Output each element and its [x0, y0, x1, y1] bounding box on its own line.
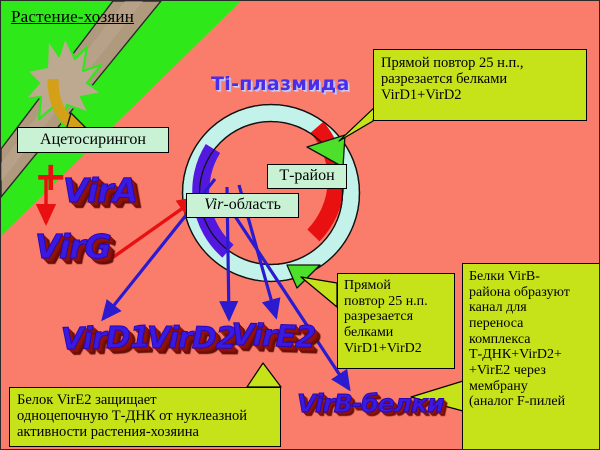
callout-line: VirD1+VirD2: [381, 87, 462, 104]
callout-line: переноса: [469, 316, 524, 332]
wound-burst-star-icon: [23, 35, 104, 127]
callout-line: VirD1+VirD2: [344, 340, 422, 356]
callout-top-right: Прямой повтор 25 н.п., разрезается белка…: [373, 49, 587, 121]
virg-label: VirG: [35, 227, 113, 267]
callout-vire2-protection: Белок VirE2 защищает одноцепочную Т-ДНК …: [9, 387, 281, 447]
plasmid-outline-top: [181, 103, 361, 283]
right-border-arrowhead-icon: [306, 134, 346, 168]
callout-line: одноцепочную Т-ДНК от нуклеазной: [17, 408, 248, 425]
callout-line: района образуют: [469, 284, 570, 300]
callout-line: активности растения-хозяина: [17, 424, 199, 441]
callout-line: Прямой повтор 25 н.п.,: [381, 55, 524, 71]
callout-line: +VirE2 через: [469, 363, 546, 379]
vir-to-virb-arrow: [223, 200, 351, 392]
callout-line: повтор 25 н.п.: [344, 293, 428, 309]
vir-region-label-box: Vir-область: [186, 193, 299, 218]
callout-line: канал для: [469, 300, 527, 316]
virg-to-vir-region-arrow: [104, 196, 200, 265]
callout-virb-channel: Белки VirB- района образуют канал для пе…: [462, 263, 599, 449]
callout-line: разрезается белками: [381, 71, 508, 88]
bottom-left-callout-tail: [246, 362, 282, 388]
callout-middle: Прямой повтор 25 н.п. разрезается белкам…: [337, 273, 455, 369]
callout-line: комплекса: [469, 331, 531, 347]
callout-line: Т-ДНК+VirD2+: [469, 347, 562, 363]
t-region-label-box: Т-район: [267, 164, 347, 189]
plus-sign: +: [34, 154, 68, 200]
left-border-arrowhead-icon: [286, 264, 321, 289]
vird1-label: VirD1: [60, 319, 151, 358]
callout-line: (аналог F-пилей: [469, 394, 566, 410]
vir-region-rest-part: -область: [223, 196, 281, 213]
ti-plasmid-title: Ti-плазмида: [211, 73, 350, 95]
callout-line: разрезается: [344, 309, 414, 325]
middle-callout-tail: [300, 276, 338, 308]
callout-line: Белки VirB-: [469, 269, 540, 284]
vira-label: VirA: [62, 171, 138, 211]
callout-line: Белок VirE2 защищает: [17, 392, 157, 408]
host-plant-title: Растение-хозяин: [11, 7, 135, 26]
vire2-label: VirE2: [230, 317, 316, 356]
virb-proteins-label: VirB-белки: [296, 389, 444, 419]
callout-line: Прямой: [344, 278, 391, 293]
callout-line: мембрану: [469, 378, 528, 394]
acetosyringone-label-box: Ацетосирингон: [17, 127, 169, 153]
callout-line: белками: [344, 325, 394, 341]
vir-region-italic-part: Vir: [204, 196, 224, 213]
vird2-label: VirD2: [146, 320, 236, 357]
top-right-callout-tail: [338, 104, 378, 142]
